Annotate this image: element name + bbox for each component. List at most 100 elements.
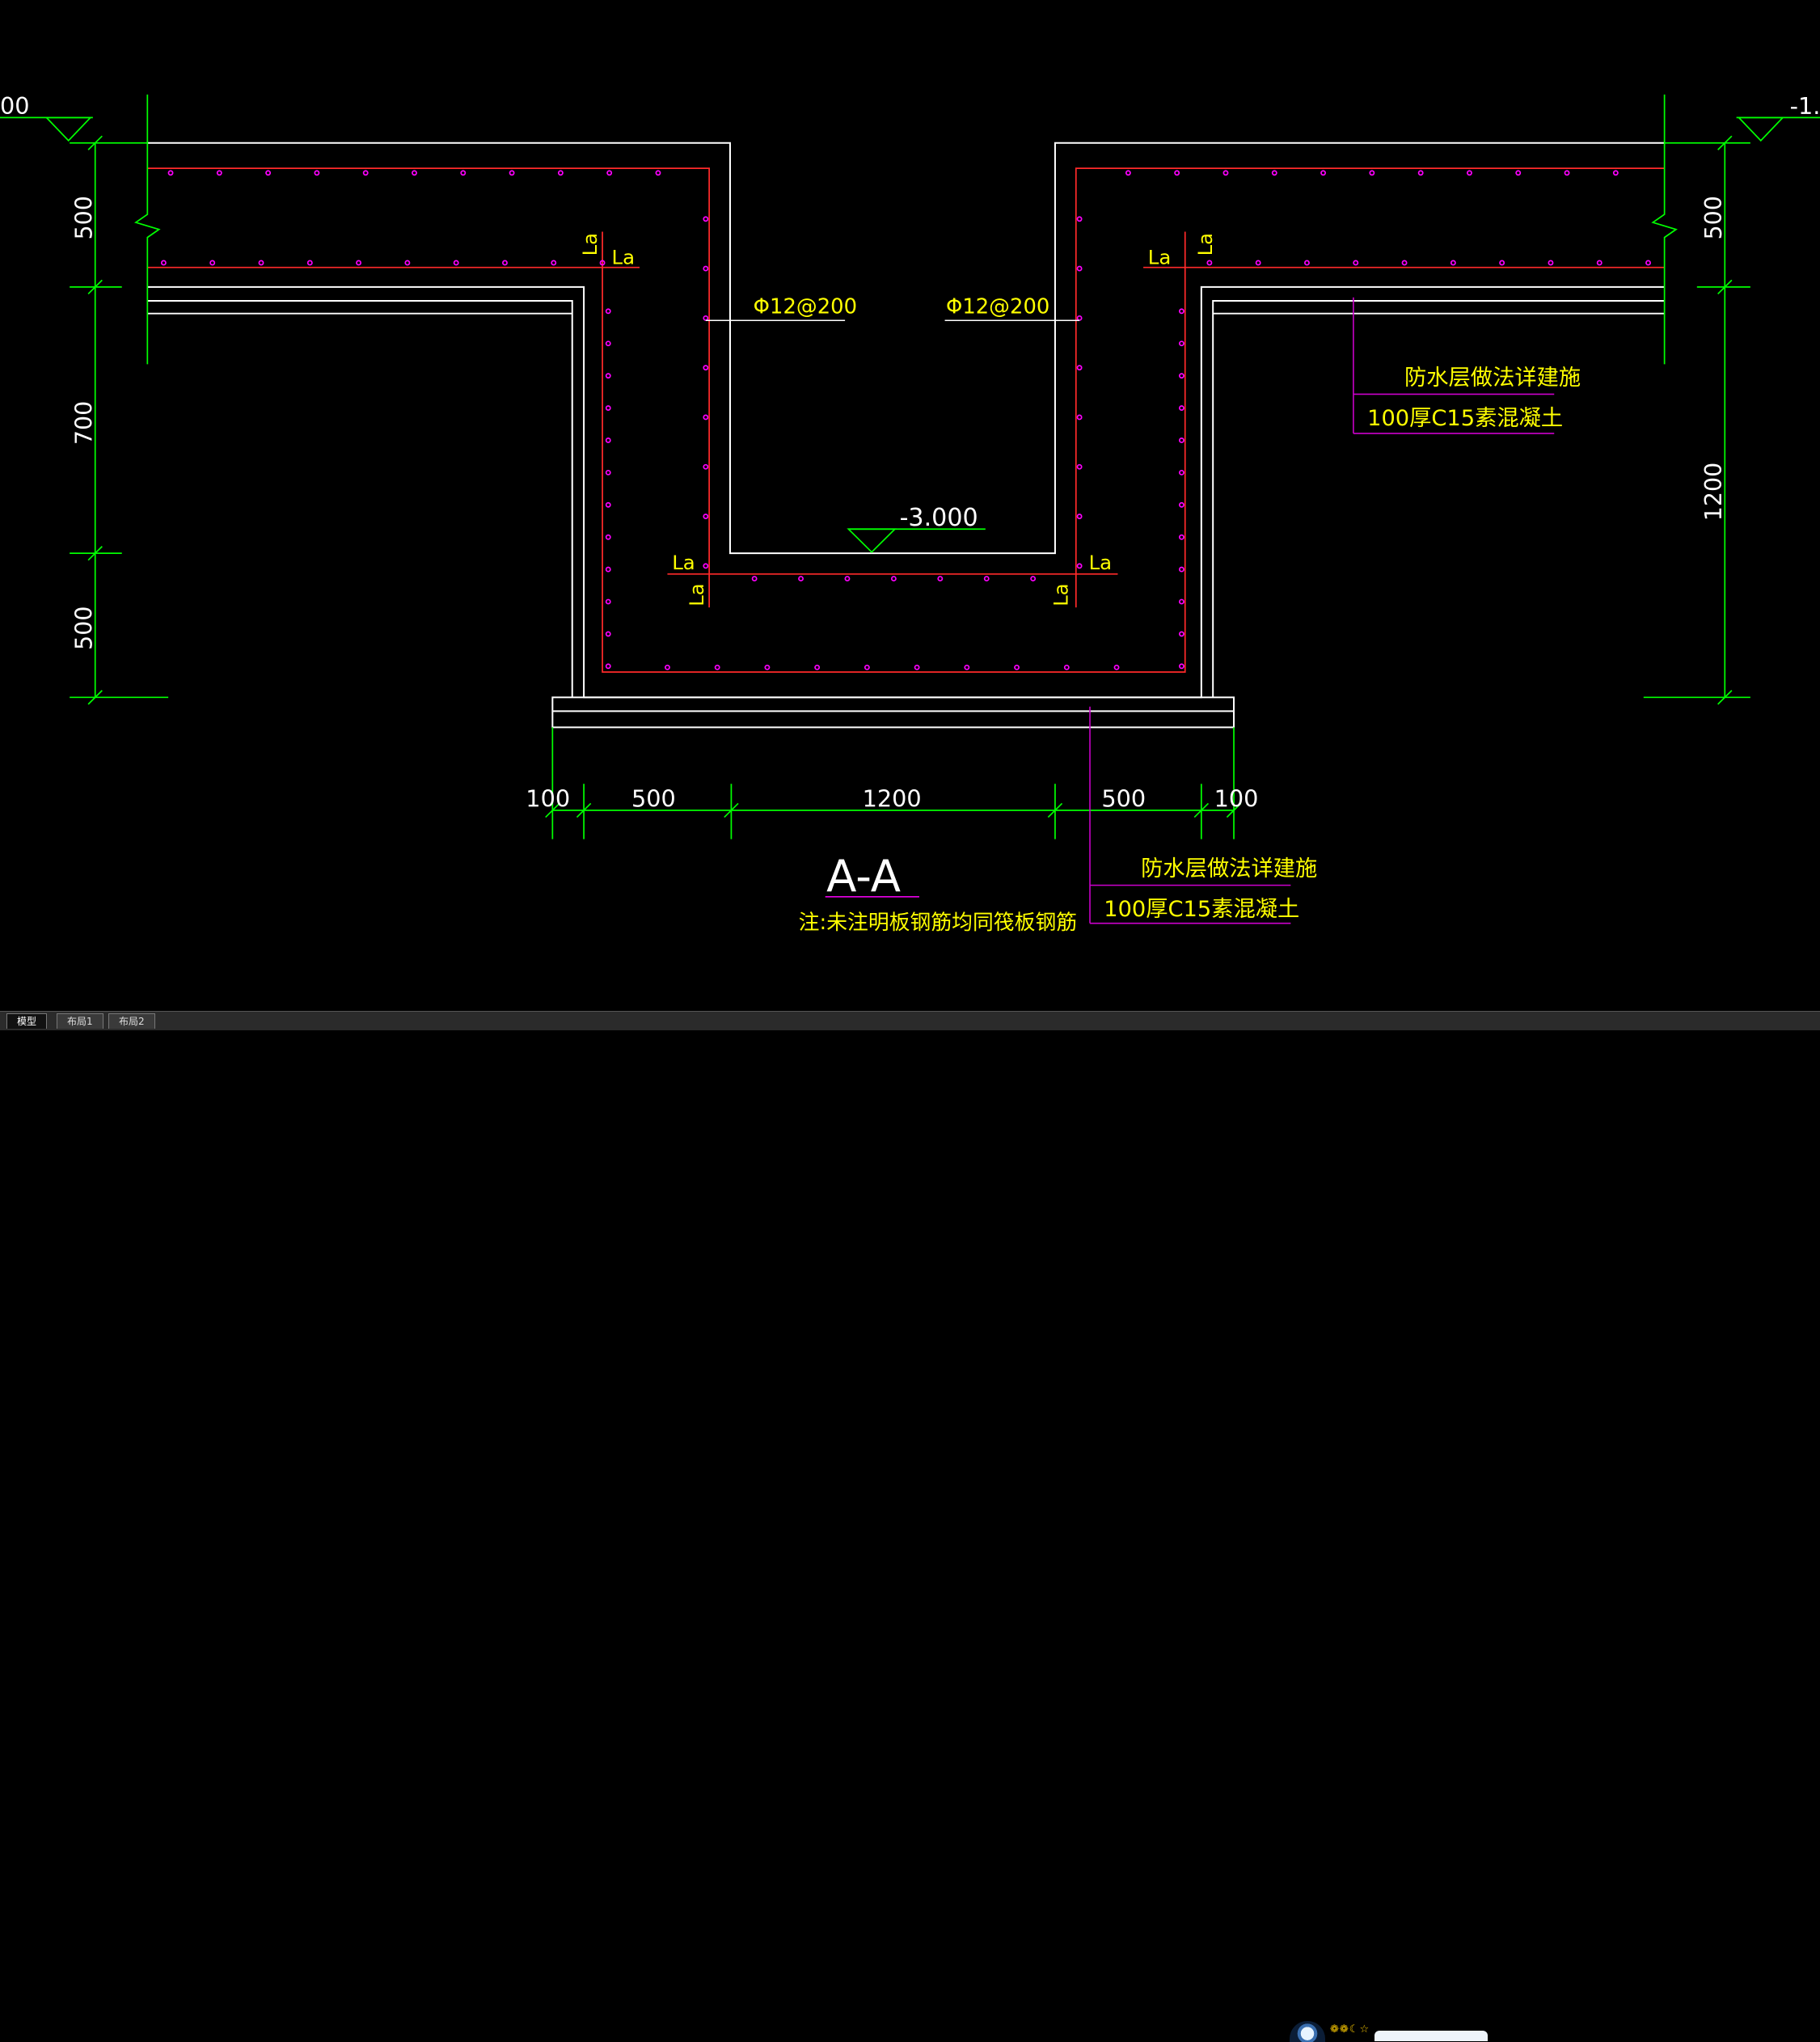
rebar-dot xyxy=(751,576,758,581)
globe-icon[interactable] xyxy=(1290,2021,1325,2042)
dim-left-3: 500 xyxy=(70,606,97,649)
section-note: 注:未注明板钢筋均同筏板钢筋 xyxy=(799,911,1077,935)
break-marks xyxy=(134,94,1678,365)
dim-bottom-2: 500 xyxy=(631,785,676,813)
rebar-dot xyxy=(937,576,944,581)
rebar-dot xyxy=(509,170,515,176)
dim-bottom-1: 100 xyxy=(526,785,570,813)
rebar-dot xyxy=(605,438,611,443)
dim-bottom-5: 100 xyxy=(1214,785,1259,813)
rebar-dot xyxy=(1125,170,1131,176)
rebar-dot xyxy=(502,260,508,266)
leader-lines xyxy=(705,297,1555,924)
rebar-dot xyxy=(1612,170,1619,176)
rebar-dot xyxy=(1320,170,1327,176)
rebar-dot xyxy=(703,414,709,421)
tray-icons[interactable]: ❁❁☾☆ xyxy=(1330,2023,1370,2036)
anchor-labels: La La La La La La La La xyxy=(578,233,1217,607)
rebar-dot xyxy=(703,216,709,222)
rebar-dot xyxy=(864,664,870,670)
anchor-label: La xyxy=(1049,583,1073,606)
rebar-dot xyxy=(914,664,920,670)
rebar-dot xyxy=(1063,664,1070,670)
rebar-dot xyxy=(983,576,990,581)
rebar-dot xyxy=(1178,534,1184,540)
rebar-dot xyxy=(362,170,369,176)
rebar-dot xyxy=(1076,563,1083,569)
rebar-dot xyxy=(1014,664,1020,670)
waterproof-note-lower: 防水层做法详建施 xyxy=(1141,856,1317,881)
rebar-dot xyxy=(216,170,222,176)
rebar-dot xyxy=(160,260,167,266)
rebar-dot xyxy=(306,260,313,266)
rebar-dot xyxy=(167,170,174,176)
rebar-dots xyxy=(160,170,1651,670)
rebar-dot xyxy=(265,170,272,176)
dim-bottom-4: 500 xyxy=(1101,785,1146,813)
level-pit-label: -3.000 xyxy=(900,504,978,532)
level-left-label: 00 xyxy=(0,92,30,120)
waterproof-note-upper: 防水层做法详建施 xyxy=(1404,366,1581,391)
rebar-dot xyxy=(605,340,611,347)
rebar-lines xyxy=(147,167,1665,673)
rebar-dot xyxy=(605,598,611,605)
rebar-dot xyxy=(1113,664,1120,670)
rebar-dot xyxy=(844,576,851,581)
rebar-dot xyxy=(1645,260,1651,266)
rebar-dot xyxy=(714,664,720,670)
rebar-dot xyxy=(1271,170,1277,176)
tab-model[interactable]: 模型 xyxy=(6,1013,48,1029)
rebar-dot xyxy=(764,664,771,670)
rebar-dot xyxy=(460,170,467,176)
rebar-dot xyxy=(890,576,897,581)
anchor-label: La xyxy=(578,233,602,256)
rebar-dot xyxy=(1515,170,1522,176)
rebar-dot xyxy=(1076,315,1083,321)
section-title: A-A xyxy=(826,851,901,902)
cad-drawing-canvas[interactable]: La La La La La La La La 00 -1. -3.000 Φ1… xyxy=(0,0,1820,1011)
dimension-lines xyxy=(70,135,1750,839)
rebar-dot xyxy=(606,170,613,176)
rebar-dot xyxy=(1076,216,1083,222)
rebar-dot xyxy=(605,469,611,476)
rebar-dot xyxy=(1076,365,1083,371)
rebar-dot xyxy=(1076,265,1083,272)
rebar-dot xyxy=(1206,260,1213,266)
concrete-outline xyxy=(147,142,1665,729)
rebar-dot xyxy=(1178,598,1184,605)
rebar-dot xyxy=(1178,501,1184,508)
rebar-dot xyxy=(1030,576,1037,581)
rebar-dot xyxy=(605,501,611,508)
rebar-dot xyxy=(453,260,459,266)
layout-tab-bar: 模型 布局1 布局2 ❁❁☾☆ xyxy=(0,1011,1820,2042)
anchor-label: La xyxy=(1089,551,1113,574)
rebar-dot xyxy=(1564,170,1570,176)
rebar-dot xyxy=(599,260,606,266)
rebar-dot xyxy=(314,170,320,176)
dim-right-1: 500 xyxy=(1700,196,1727,239)
dim-left-1: 500 xyxy=(70,196,97,239)
dimension-texts: 100 500 1200 500 100 500 700 500 500 120… xyxy=(70,196,1727,813)
rebar-dot xyxy=(1178,663,1184,670)
rebar-dot xyxy=(1178,405,1184,411)
rebar-dot xyxy=(557,170,564,176)
status-panel xyxy=(1375,2031,1488,2041)
tab-layout-2[interactable]: 布局2 xyxy=(108,1013,155,1029)
level-markers xyxy=(0,116,1820,553)
rebar-dot xyxy=(1076,514,1083,519)
rebar-dot xyxy=(605,631,611,637)
rebar-dot xyxy=(1401,260,1408,266)
rebar-dot xyxy=(209,260,216,266)
rebar-dot xyxy=(605,663,611,670)
tab-layout-1[interactable]: 布局1 xyxy=(57,1013,103,1029)
anchor-label: La xyxy=(1193,233,1217,256)
rebar-dot xyxy=(1353,260,1359,266)
rebar-dot xyxy=(1467,170,1472,176)
rebar-dot xyxy=(1178,438,1184,443)
rebar-label-left: Φ12@200 xyxy=(754,295,857,319)
rebar-dot xyxy=(964,664,970,670)
rebar-dot xyxy=(1255,260,1261,266)
rebar-dot xyxy=(551,260,557,266)
rebar-dot xyxy=(1178,373,1184,379)
rebar-dot xyxy=(1076,463,1083,470)
